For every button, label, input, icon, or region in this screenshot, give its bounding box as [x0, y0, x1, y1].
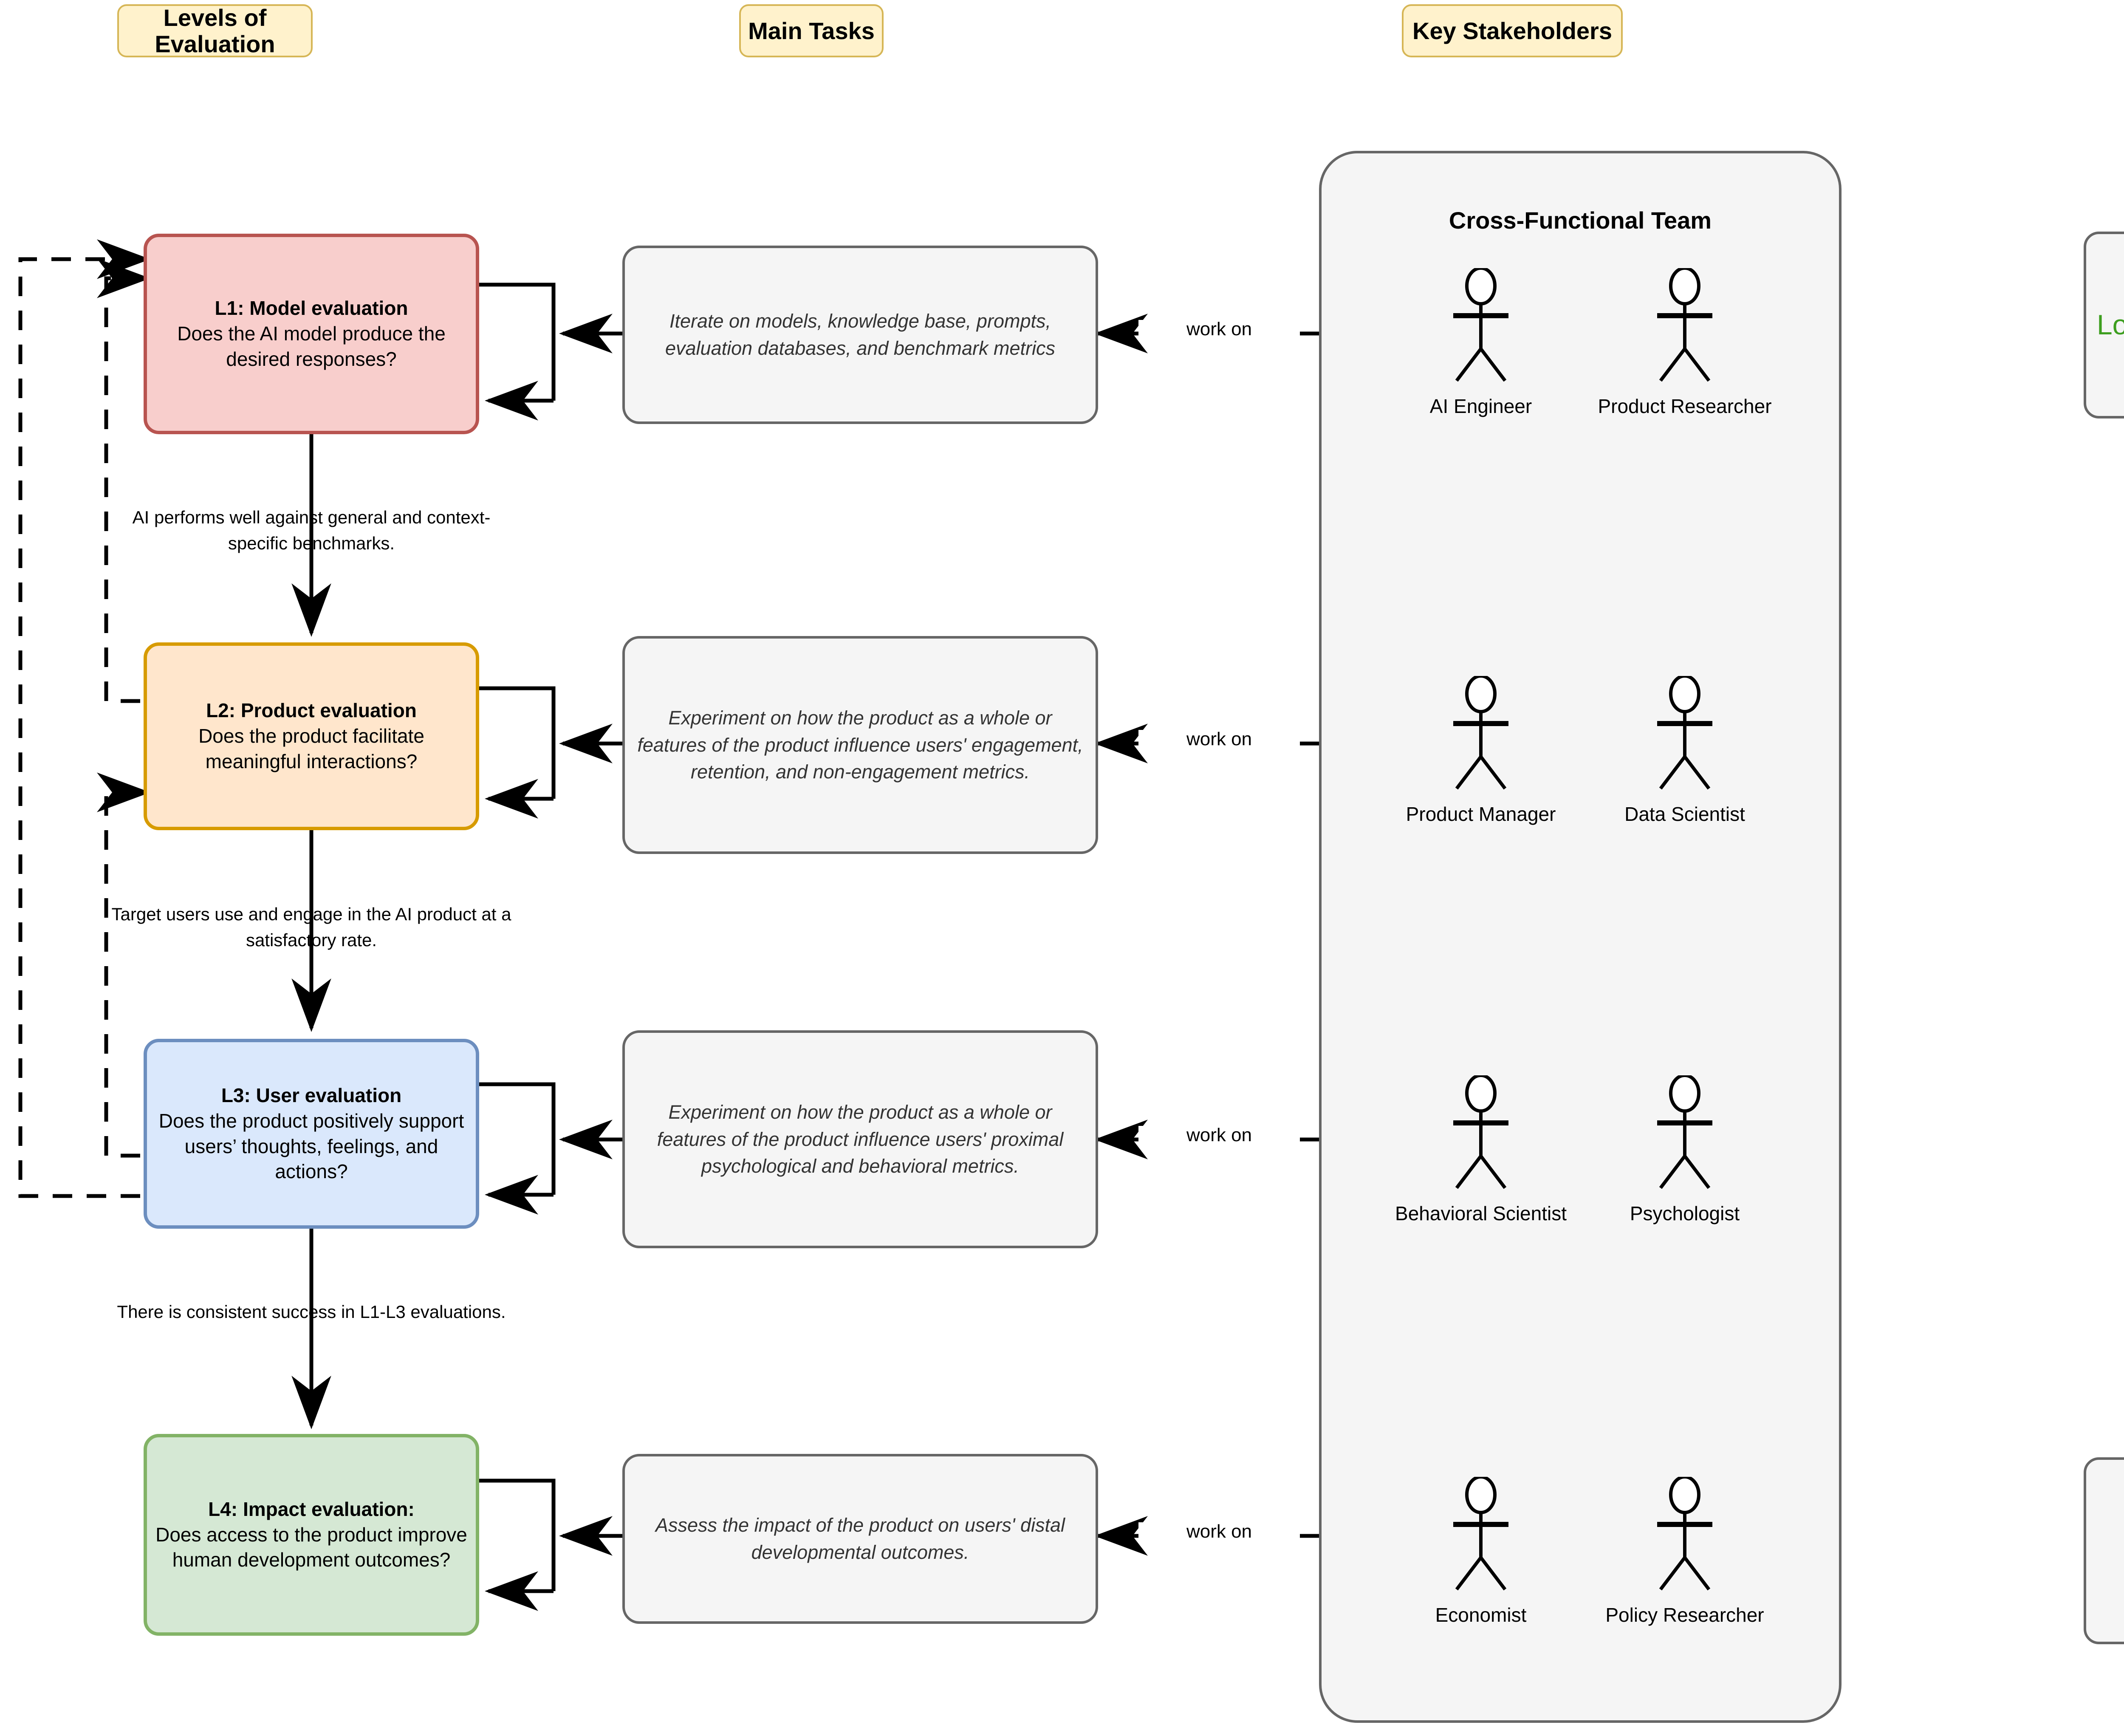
- header-label: Key Stakeholders: [1412, 17, 1612, 44]
- header-levels-of-evaluation: Levels of Evaluation: [117, 4, 313, 57]
- stakeholder-economist[interactable]: Economist: [1396, 1477, 1566, 1626]
- level-question: Does the product facilitate meaningful i…: [198, 725, 424, 772]
- header-label: Main Tasks: [748, 17, 875, 44]
- edge-l2-task-loop-top: [479, 686, 556, 799]
- level-box-l2[interactable]: L2: Product evaluation Does the product …: [144, 642, 479, 830]
- level-question: Does access to the product improve human…: [155, 1523, 467, 1571]
- level-box-l3[interactable]: L3: User evaluation Does the product pos…: [144, 1039, 479, 1229]
- header-label: Levels of Evaluation: [155, 4, 275, 57]
- stakeholder-label: Data Scientist: [1624, 803, 1745, 825]
- level-question: Does the AI model produce the desired re…: [177, 322, 446, 370]
- task-box-l4[interactable]: Assess the impact of the product on user…: [622, 1454, 1098, 1624]
- header-main-tasks: Main Tasks: [739, 4, 884, 57]
- stakeholder-product-manager[interactable]: Product Manager: [1396, 676, 1566, 826]
- transition-label-l2-l3: Target users use and engage in the AI pr…: [107, 902, 515, 953]
- task-text: Assess the impact of the product on user…: [655, 1514, 1065, 1563]
- transition-text: AI performs well against general and con…: [132, 507, 491, 553]
- transition-label-l3-l4: There is consistent success in L1-L3 eva…: [107, 1299, 515, 1325]
- person-icon: [1657, 676, 1712, 790]
- work-on-label-l2: work on: [1138, 730, 1300, 749]
- stakeholder-label: Product Manager: [1406, 803, 1556, 825]
- implication-text: Lower cost, risk, and time spent: [2096, 309, 2124, 341]
- edge-l1-task-loop-top: [479, 283, 556, 401]
- transition-text: There is consistent success in L1-L3 eva…: [117, 1302, 506, 1322]
- stakeholder-product-researcher[interactable]: Product Researcher: [1598, 268, 1772, 418]
- work-on-label-l1: work on: [1138, 320, 1300, 339]
- cross-functional-team-title: Cross-Functional Team: [1322, 206, 1839, 234]
- work-on-text: work on: [1186, 1521, 1252, 1542]
- edge-feedback-l3-l1: [18, 257, 140, 1198]
- task-box-l3[interactable]: Experiment on how the product as a whole…: [622, 1030, 1098, 1248]
- person-icon: [1453, 268, 1508, 382]
- person-icon: [1453, 1477, 1508, 1591]
- work-on-text: work on: [1186, 729, 1252, 749]
- stakeholder-label: Product Researcher: [1598, 395, 1772, 417]
- task-text: Experiment on how the product as a whole…: [657, 1101, 1064, 1177]
- work-on-label-l3: work on: [1138, 1126, 1300, 1145]
- implication-box-higher[interactable]: Higher cost, risk, and time spent: [2084, 1457, 2124, 1644]
- person-icon: [1453, 1075, 1508, 1189]
- level-question: Does the product positively support user…: [158, 1109, 464, 1183]
- task-box-l2[interactable]: Experiment on how the product as a whole…: [622, 636, 1098, 854]
- person-icon: [1657, 1477, 1712, 1591]
- edge-feedback-l2-l1: [104, 276, 140, 703]
- stakeholder-behavioral-scientist[interactable]: Behavioral Scientist: [1395, 1075, 1567, 1225]
- edge-l4-task-loop-top: [479, 1479, 556, 1591]
- stakeholder-label: Policy Researcher: [1605, 1604, 1764, 1626]
- stakeholder-policy-researcher[interactable]: Policy Researcher: [1600, 1477, 1770, 1626]
- header-key-stakeholders: Key Stakeholders: [1402, 4, 1623, 57]
- level-title: L1: Model evaluation: [215, 297, 408, 319]
- transition-label-l1-l2: AI performs well against general and con…: [107, 505, 515, 557]
- stakeholder-ai-engineer[interactable]: AI Engineer: [1396, 268, 1566, 418]
- edge-l3-task-loop-top: [479, 1082, 556, 1195]
- task-text: Iterate on models, knowledge base, promp…: [665, 310, 1056, 359]
- edge-feedback-l3-l2: [104, 790, 140, 1158]
- level-title: L2: Product evaluation: [206, 699, 417, 722]
- person-icon: [1657, 268, 1712, 382]
- task-text: Experiment on how the product as a whole…: [637, 707, 1083, 783]
- person-icon: [1453, 676, 1508, 790]
- work-on-text: work on: [1186, 319, 1252, 339]
- panel-title-text: Cross-Functional Team: [1449, 207, 1712, 234]
- work-on-label-l4: work on: [1138, 1522, 1300, 1541]
- level-box-l1[interactable]: L1: Model evaluation Does the AI model p…: [144, 234, 479, 434]
- level-box-l4[interactable]: L4: Impact evaluation: Does access to th…: [144, 1434, 479, 1636]
- transition-text: Target users use and engage in the AI pr…: [111, 904, 511, 950]
- stakeholder-label: AI Engineer: [1429, 395, 1532, 417]
- stakeholder-label: Behavioral Scientist: [1395, 1202, 1567, 1224]
- level-title: L3: User evaluation: [221, 1084, 402, 1106]
- stakeholder-label: Psychologist: [1630, 1202, 1740, 1224]
- cross-functional-team-panel: Cross-Functional Team AI Engineer Produc…: [1319, 151, 1842, 1723]
- implication-box-lower[interactable]: Lower cost, risk, and time spent: [2084, 232, 2124, 418]
- implication-text: Higher cost, risk, and time spent: [2096, 1515, 2124, 1586]
- work-on-text: work on: [1186, 1125, 1252, 1145]
- stakeholder-data-scientist[interactable]: Data Scientist: [1600, 676, 1770, 826]
- level-title: L4: Impact evaluation:: [208, 1498, 415, 1520]
- person-icon: [1657, 1075, 1712, 1189]
- stakeholder-label: Economist: [1435, 1604, 1527, 1626]
- stakeholder-psychologist[interactable]: Psychologist: [1600, 1075, 1770, 1225]
- task-box-l1[interactable]: Iterate on models, knowledge base, promp…: [622, 246, 1098, 424]
